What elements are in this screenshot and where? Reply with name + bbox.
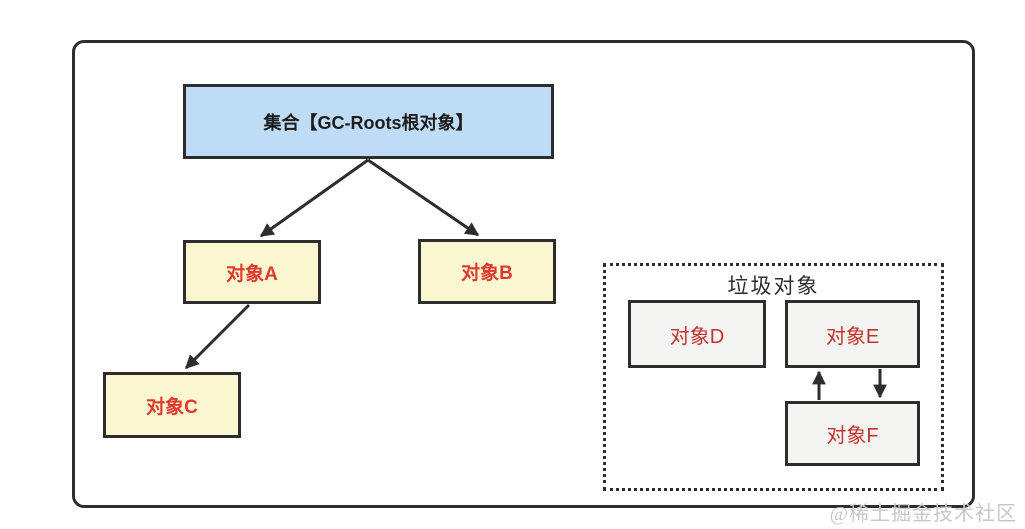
node-object-f-label: 对象F <box>826 425 879 447</box>
node-object-d: 对象D <box>628 300 766 368</box>
node-gc-roots-label: 集合【GC-Roots根对象】 <box>263 112 474 133</box>
node-object-a-label: 对象A <box>226 263 278 285</box>
node-object-c: 对象C <box>103 372 241 438</box>
garbage-group-title: 垃圾对象 <box>727 275 820 298</box>
node-object-e-label: 对象E <box>825 325 880 348</box>
node-object-e: 对象E <box>785 300 920 368</box>
node-object-d-label: 对象D <box>669 325 725 348</box>
node-object-c-label: 对象C <box>146 396 198 418</box>
garbage-group-frame <box>603 263 944 491</box>
node-object-b-label: 对象B <box>461 263 513 284</box>
node-gc-roots: 集合【GC-Roots根对象】 <box>183 84 554 159</box>
node-object-f: 对象F <box>785 401 920 466</box>
watermark: @稀土掘金技术社区 <box>829 503 1017 525</box>
node-object-b: 对象B <box>418 239 556 304</box>
node-object-a: 对象A <box>183 240 321 304</box>
